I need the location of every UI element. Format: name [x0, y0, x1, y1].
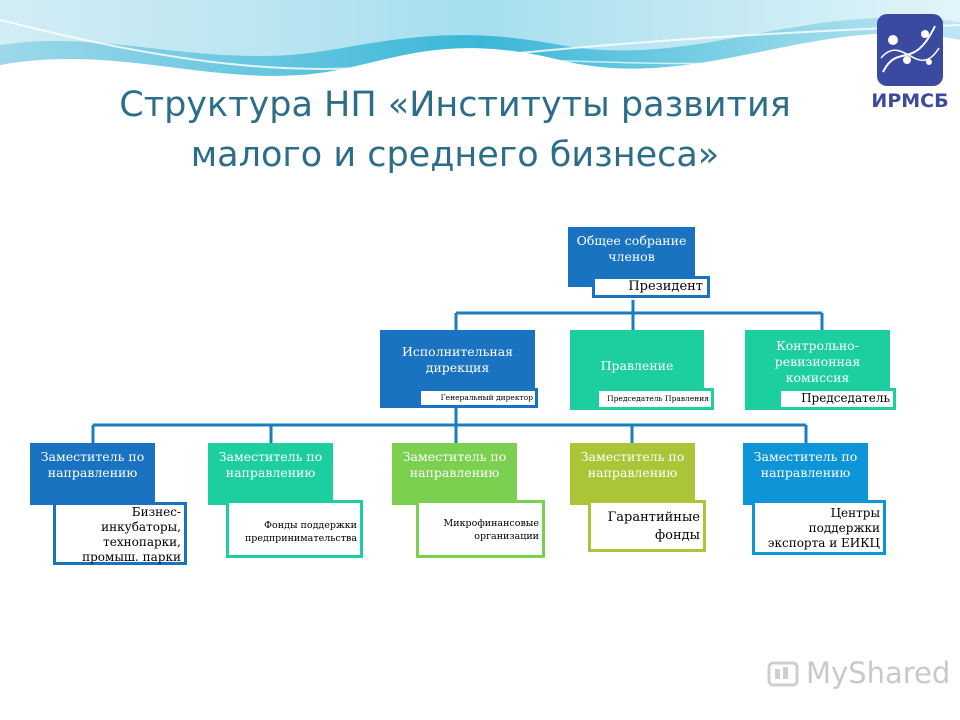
node-label: Заместитель по направлению — [402, 449, 507, 480]
myshared-logo-icon — [767, 661, 799, 687]
org-sub-president: Президент — [592, 276, 710, 298]
org-node-audit-commission: Контрольно-ревизионная комиссия — [745, 330, 890, 410]
node-label: Исполнительная дирекция — [401, 344, 514, 375]
sub-label: Микрофинансовые организации — [443, 518, 539, 542]
sub-label: Председатель — [801, 391, 890, 405]
node-label: Заместитель по направлению — [580, 449, 685, 480]
node-label: Правление — [600, 358, 674, 373]
org-sub-support-funds: Фонды поддержки предпринимательства — [226, 500, 363, 558]
node-label: Заместитель по направлению — [218, 449, 323, 480]
node-label: Контрольно-ревизионная комиссия — [774, 338, 861, 385]
org-sub-microfinance: Микрофинансовые организации — [416, 500, 545, 558]
sub-label: Фонды поддержки предпринимательства — [244, 520, 357, 544]
org-node-deputy-5: Заместитель по направлению — [743, 443, 868, 505]
sub-label: Гарантийные фонды — [607, 510, 700, 543]
page-title: Структура НП «Институты развития малого … — [60, 80, 850, 180]
org-sub-guarantee-funds: Гарантийные фонды — [588, 500, 706, 552]
org-node-deputy-3: Заместитель по направлению — [392, 443, 517, 505]
sub-label: Президент — [628, 279, 703, 294]
sub-label: Центры поддержки экспорта и ЕИКЦ — [767, 506, 880, 550]
sub-label: Председатель Правления — [607, 394, 709, 403]
header-wave-banner — [0, 0, 960, 76]
org-node-deputy-4: Заместитель по направлению — [570, 443, 695, 505]
myshared-watermark: MyShared — [806, 656, 951, 690]
sub-label: Бизнес-инкубаторы, технопарки, промыш. п… — [82, 505, 181, 564]
org-sub-audit-chair: Председатель — [778, 388, 896, 410]
title-line-2: малого и среднего бизнеса» — [190, 135, 720, 175]
irmsb-logo: ИРМСБ — [873, 14, 949, 112]
logo-text: ИРМСБ — [873, 90, 949, 112]
org-node-deputy-2: Заместитель по направлению — [208, 443, 333, 505]
node-label: Заместитель по направлению — [753, 449, 858, 480]
sub-label: Генеральный директор — [440, 393, 533, 402]
org-sub-business-incubators: Бизнес-инкубаторы, технопарки, промыш. п… — [53, 502, 187, 565]
node-label: Заместитель по направлению — [40, 449, 145, 480]
node-label: Общее собрание членов — [576, 233, 687, 264]
org-node-deputy-1: Заместитель по направлению — [30, 443, 155, 505]
org-sub-board-chair: Председатель Правления — [596, 388, 714, 410]
title-line-1: Структура НП «Институты развития — [119, 85, 791, 125]
org-sub-general-director: Генеральный директор — [418, 388, 538, 408]
org-sub-export-centers: Центры поддержки экспорта и ЕИКЦ — [752, 500, 886, 555]
